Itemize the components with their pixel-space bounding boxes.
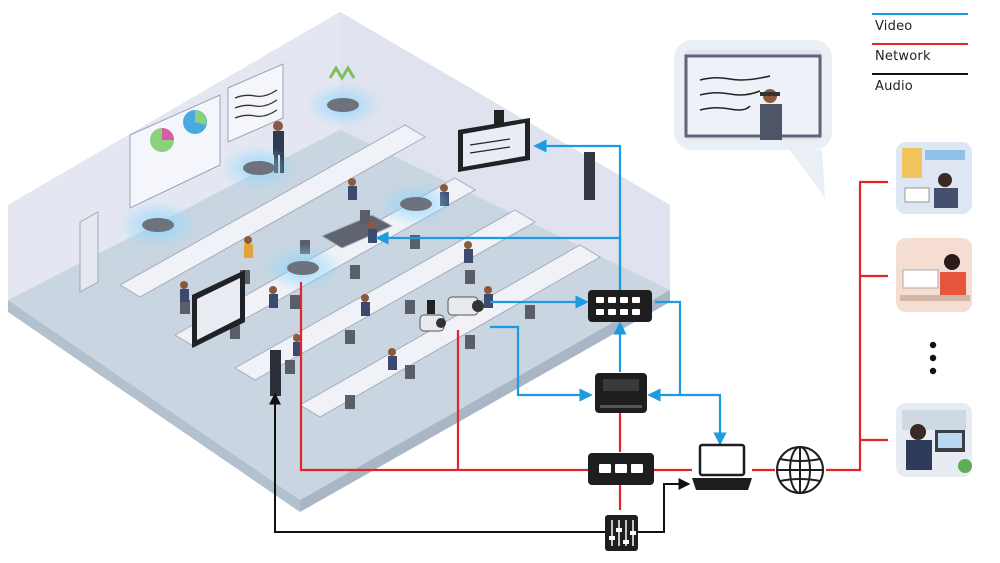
room-front-edge: [8, 300, 300, 512]
ceiling-microphone-icon: [327, 98, 359, 112]
legend-label-video: Video: [875, 19, 913, 34]
legend-label-audio: Audio: [875, 79, 913, 94]
legend-label-network: Network: [875, 49, 931, 64]
laptop: [692, 443, 752, 490]
switcher-icon: [588, 290, 652, 322]
laptop-icon: [698, 443, 746, 477]
legend-item-audio: Audio: [872, 68, 968, 98]
ceiling-microphone-icon: [243, 161, 275, 175]
wall-display: [458, 110, 530, 172]
remote-view-bubble: [674, 40, 832, 198]
ceiling-microphones: [118, 65, 454, 292]
ceiling-microphone-icon: [142, 218, 174, 232]
legend-swatch-network: [872, 43, 968, 45]
legend-swatch-video: [872, 13, 968, 15]
ceiling-microphone-icon: [287, 261, 319, 275]
network-switch: [588, 453, 654, 485]
remote-participant-1: [896, 142, 972, 214]
internet-globe: [776, 446, 824, 494]
network-connections: [299, 180, 888, 510]
ceiling-microphone-icon: [400, 197, 432, 211]
legend-swatch-audio: [872, 73, 968, 75]
audio-mixer-icon: [605, 515, 638, 551]
floor-display: [192, 270, 245, 348]
side-column: [79, 211, 99, 293]
legend-item-video: Video: [872, 8, 968, 38]
video-connections: [375, 139, 727, 446]
audio-mixer: [605, 515, 638, 551]
ptz-cameras: [419, 296, 484, 332]
notes-board: [227, 63, 284, 143]
remote-participant-2: [896, 238, 972, 312]
audio-connections: [269, 392, 691, 533]
wall-boards: [79, 63, 284, 293]
legend-item-network: Network: [872, 38, 968, 68]
more-participants-dots: [929, 341, 937, 375]
speaker-column-icon: [584, 152, 595, 200]
codec-box: [595, 373, 647, 413]
remote-participant-3: [896, 403, 972, 477]
remote-participants: [896, 142, 972, 477]
room-front-edge-right: [300, 290, 670, 512]
students: [180, 178, 493, 370]
speaker-column-icon: [270, 350, 281, 396]
legend: Video Network Audio: [872, 8, 968, 98]
video-switcher: [588, 290, 652, 322]
